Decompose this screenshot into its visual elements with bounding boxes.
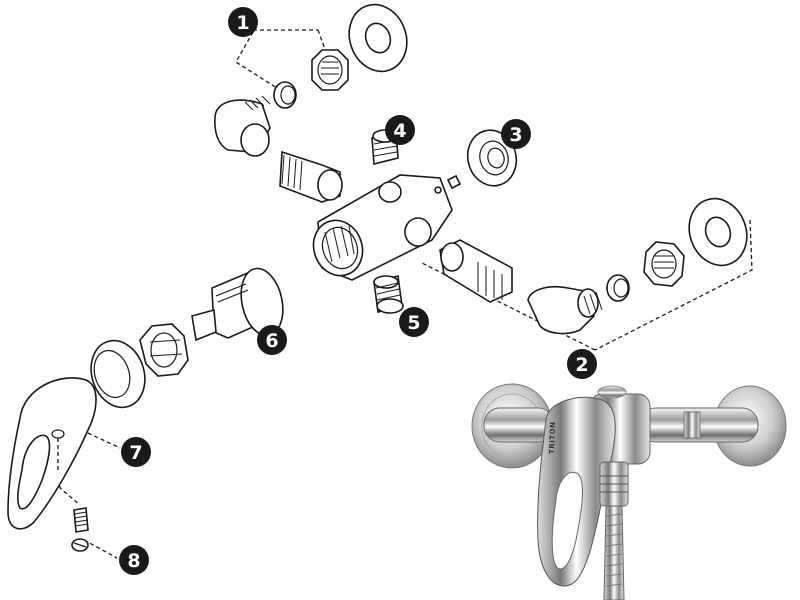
- callout-8: 8: [119, 545, 149, 575]
- wall-rose-top: [348, 3, 408, 73]
- callout-5-number: 5: [407, 312, 420, 334]
- callout-2-number: 2: [575, 354, 588, 376]
- part-8-grub-screw: [71, 507, 89, 552]
- hex-nut-right: [643, 241, 685, 287]
- leader-1: [235, 29, 327, 91]
- callout-1: 1: [228, 7, 258, 37]
- callout-5: 5: [399, 307, 429, 337]
- callout-3-number: 3: [509, 124, 522, 146]
- elbow-top: [214, 95, 271, 157]
- part-5-check-valve: [373, 275, 404, 314]
- wall-rose-right: [688, 197, 748, 267]
- part-group-2: [439, 197, 748, 335]
- photo-brand-label: TRITON: [548, 421, 557, 454]
- union-connector-right: [439, 239, 513, 303]
- shroud-ring: [90, 339, 146, 409]
- part-7-lever-handle: [7, 377, 97, 530]
- callout-7-number: 7: [129, 442, 142, 464]
- callout-6: 6: [257, 325, 287, 355]
- hex-nut-top: [311, 49, 349, 91]
- callout-2: 2: [567, 349, 597, 379]
- part-group-1: [214, 3, 408, 203]
- part-3-backnut: [466, 129, 518, 187]
- assembled-product-photo: TRITON: [471, 383, 787, 600]
- callout-4: 4: [385, 115, 415, 145]
- washer-top: [273, 81, 297, 109]
- photo-shower-hose: [603, 505, 625, 600]
- washer-right: [606, 274, 630, 302]
- callout-6-number: 6: [265, 330, 278, 352]
- callout-4-number: 4: [393, 120, 406, 142]
- callout-8-number: 8: [127, 550, 140, 572]
- callout-1-number: 1: [236, 12, 249, 34]
- valve-body: [312, 174, 462, 281]
- handle-backnut: [139, 323, 189, 377]
- callout-7: 7: [121, 437, 151, 467]
- callout-3: 3: [501, 119, 531, 149]
- leader-7: [87, 432, 121, 449]
- leader-8: [59, 472, 118, 559]
- union-connector-top: [279, 150, 343, 203]
- elbow-right: [527, 285, 603, 335]
- leader-lines: [59, 29, 753, 559]
